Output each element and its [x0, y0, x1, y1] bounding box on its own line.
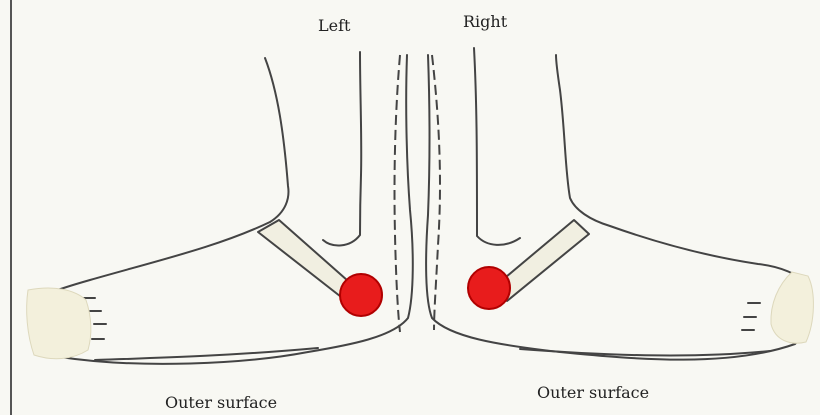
left-sole-line	[95, 348, 318, 360]
right-inner-ankle-line	[474, 48, 520, 245]
right-center-dashed-line	[432, 55, 440, 330]
left-center-dashed-line	[395, 55, 400, 332]
left-red-point	[340, 274, 382, 316]
right-red-point	[468, 267, 510, 309]
label-left: Left	[318, 16, 350, 35]
left-toe-shade	[27, 288, 91, 359]
right-sole-line	[520, 349, 770, 355]
label-right: Right	[463, 12, 507, 31]
left-inner-ankle-line	[323, 52, 361, 245]
label-outer-surface-right: Outer surface	[537, 383, 649, 402]
right-toe-shade	[771, 272, 814, 343]
right-foot-outline	[426, 55, 810, 360]
label-outer-surface-left: Outer surface	[165, 393, 277, 412]
